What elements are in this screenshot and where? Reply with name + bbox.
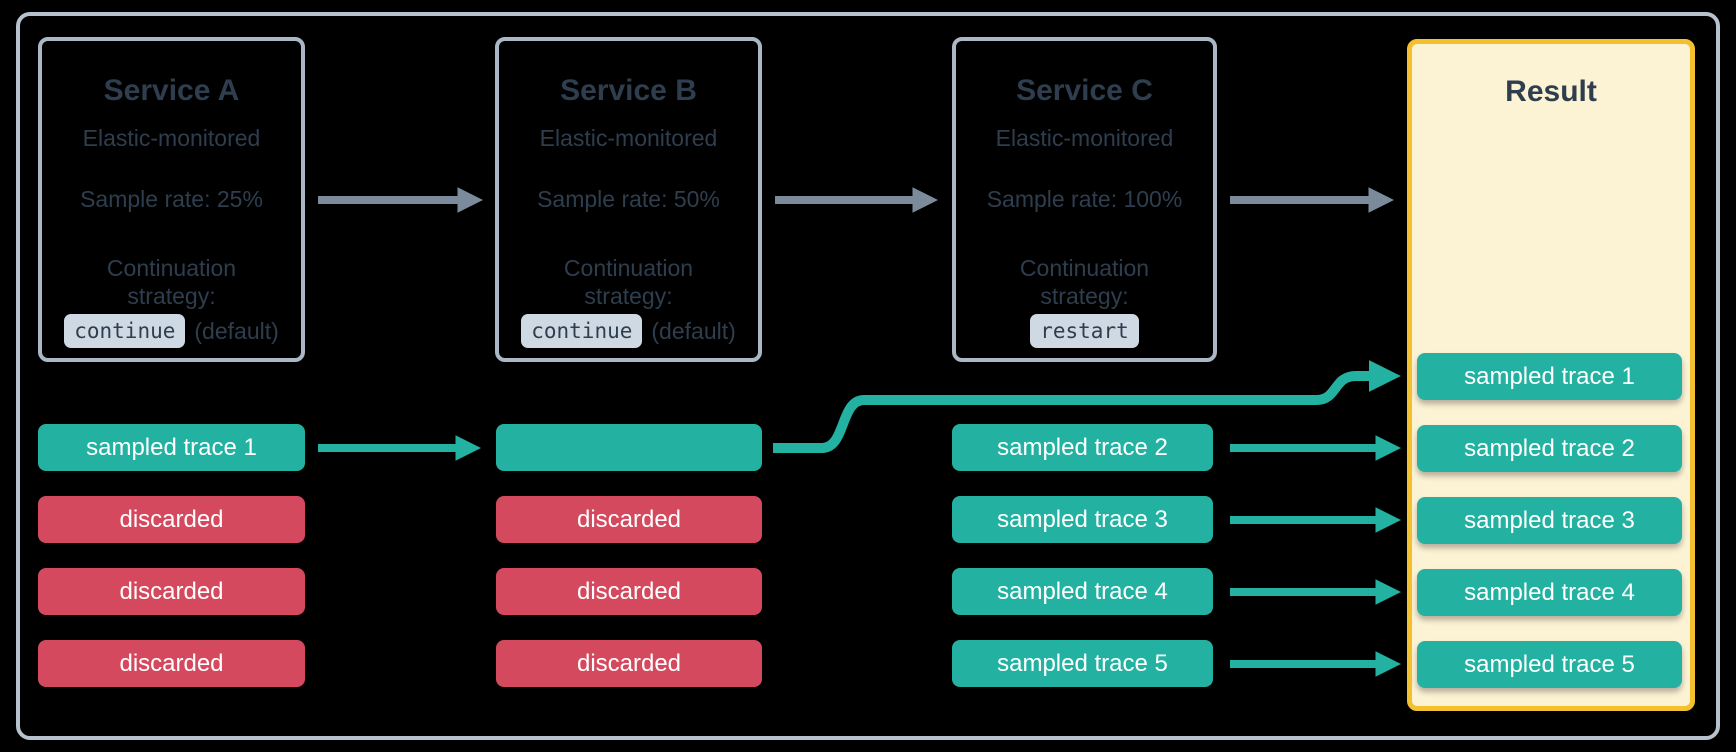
service-c-strategy-chip: restart — [1030, 314, 1139, 348]
pill-a-discarded-1: discarded — [38, 496, 305, 543]
pill-a-sampled-trace-1: sampled trace 1 — [38, 424, 305, 471]
service-b-strategy-label: Continuation strategy: — [499, 254, 758, 310]
pill-result-sampled-trace-2: sampled trace 2 — [1417, 425, 1682, 472]
service-a-strategy-chip: continue — [64, 314, 186, 348]
service-a-strategy-line1: Continuation — [106, 255, 237, 281]
service-c-strategy-label: Continuation strategy: — [956, 254, 1213, 310]
service-c-strategy-line2: strategy: — [1040, 283, 1129, 309]
service-b-strategy-line2: strategy: — [584, 283, 673, 309]
service-b-strategy-chip: continue — [521, 314, 643, 348]
service-c-sample-rate: Sample rate: 100% — [986, 186, 1183, 212]
pill-a-discarded-2: discarded — [38, 568, 305, 615]
service-a-strategy-suffix: (default) — [194, 317, 279, 344]
service-c-monitoring: Elastic-monitored — [995, 125, 1174, 151]
service-a-title: Service A — [103, 74, 240, 107]
service-b-monitoring: Elastic-monitored — [539, 125, 718, 151]
service-a-box: Service A Elastic-monitored Sample rate:… — [38, 37, 305, 362]
pill-b-discarded-1: discarded — [496, 496, 762, 543]
pill-a-discarded-3: discarded — [38, 640, 305, 687]
service-b-box: Service B Elastic-monitored Sample rate:… — [495, 37, 762, 362]
pill-c-sampled-trace-3: sampled trace 3 — [952, 496, 1213, 543]
service-b-strategy-line1: Continuation — [563, 255, 694, 281]
pill-result-sampled-trace-5: sampled trace 5 — [1417, 641, 1682, 688]
pill-result-sampled-trace-4: sampled trace 4 — [1417, 569, 1682, 616]
service-c-box: Service C Elastic-monitored Sample rate:… — [952, 37, 1217, 362]
outer-frame — [16, 12, 1720, 740]
pill-b-continued-trace — [496, 424, 762, 471]
pill-b-discarded-3: discarded — [496, 640, 762, 687]
service-c-strategy-line1: Continuation — [1019, 255, 1150, 281]
pill-c-sampled-trace-2: sampled trace 2 — [952, 424, 1213, 471]
service-b-title: Service B — [560, 74, 697, 107]
pill-result-sampled-trace-1: sampled trace 1 — [1417, 353, 1682, 400]
service-b-strategy-suffix: (default) — [651, 317, 736, 344]
service-a-monitoring: Elastic-monitored — [82, 125, 261, 151]
service-c-title: Service C — [1016, 74, 1153, 107]
pill-c-sampled-trace-4: sampled trace 4 — [952, 568, 1213, 615]
service-a-strategy-row: continue (default) — [42, 312, 301, 350]
service-b-sample-rate: Sample rate: 50% — [537, 186, 720, 212]
result-title: Result — [1505, 75, 1597, 108]
service-c-strategy-row: restart — [956, 312, 1213, 350]
pill-result-sampled-trace-3: sampled trace 3 — [1417, 497, 1682, 544]
service-b-strategy-row: continue (default) — [499, 312, 758, 350]
service-a-strategy-line2: strategy: — [127, 283, 216, 309]
service-a-sample-rate: Sample rate: 25% — [80, 186, 263, 212]
service-a-strategy-label: Continuation strategy: — [42, 254, 301, 310]
pill-b-discarded-2: discarded — [496, 568, 762, 615]
pill-c-sampled-trace-5: sampled trace 5 — [952, 640, 1213, 687]
